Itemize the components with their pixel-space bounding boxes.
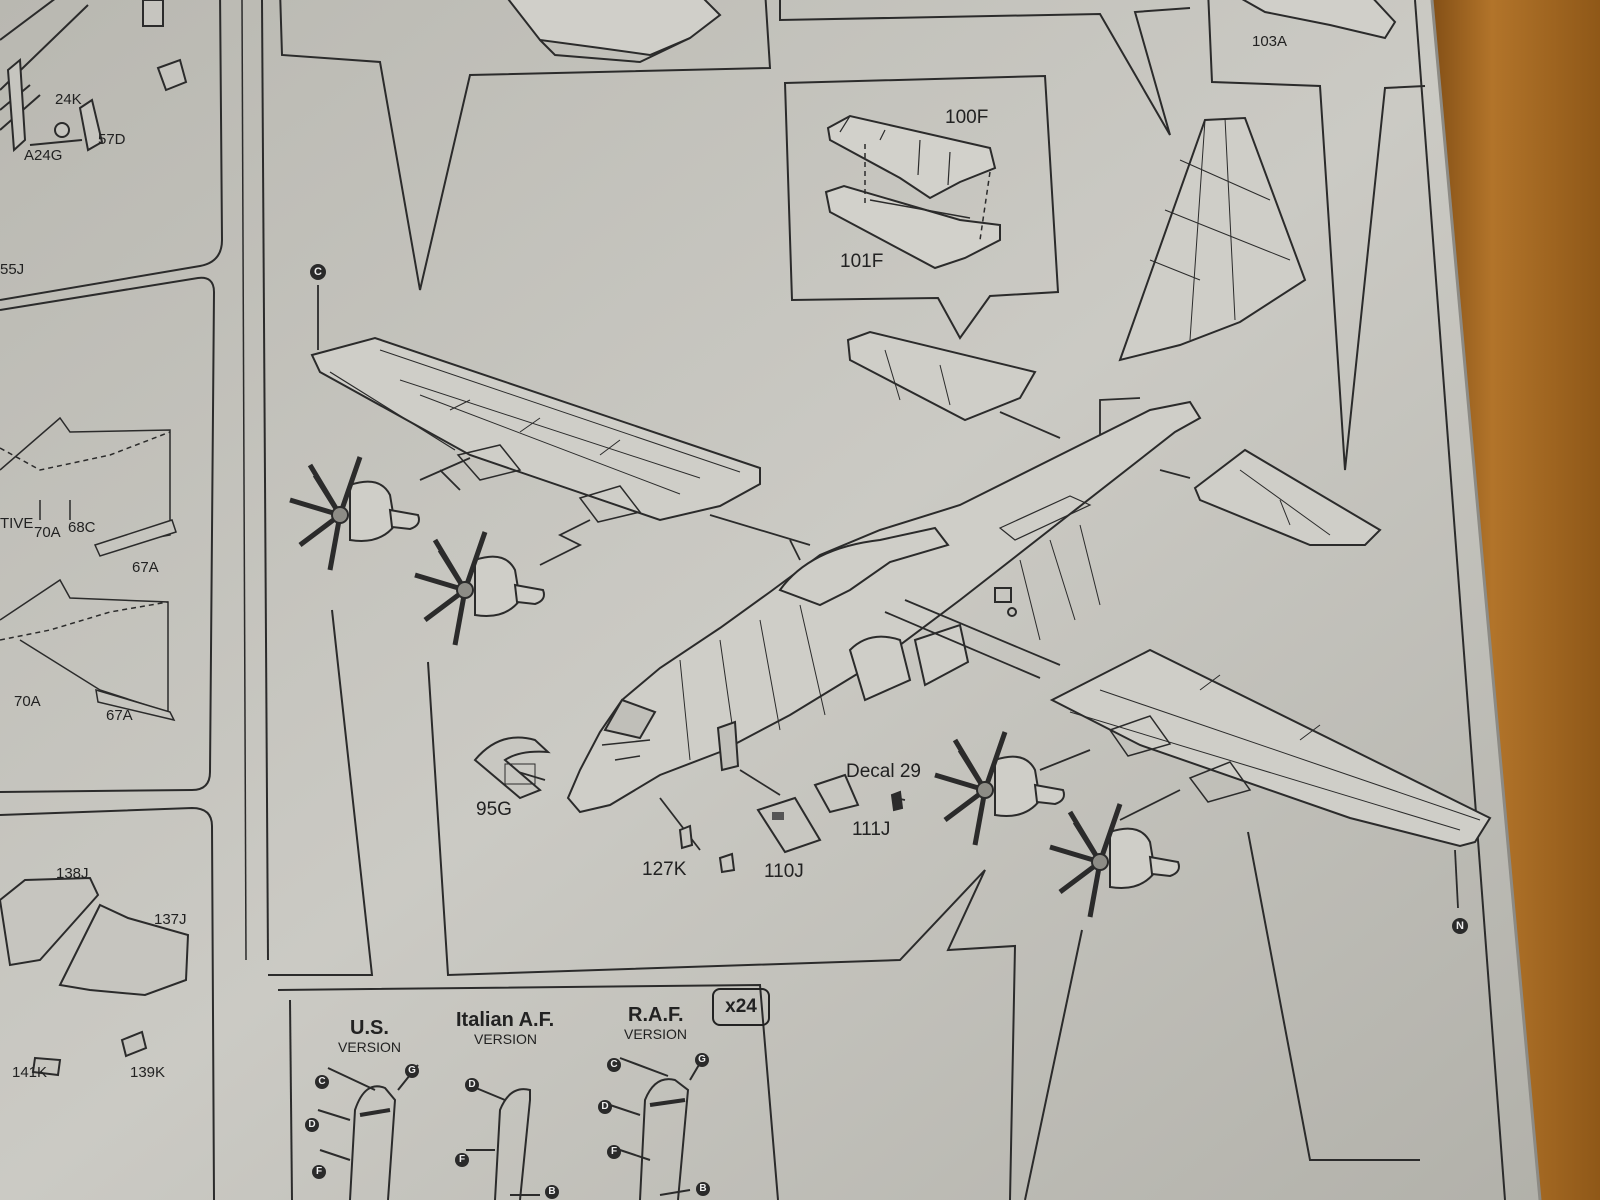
label-141k: 141K <box>12 1064 48 1081</box>
left-stabilizer <box>846 330 1037 422</box>
label-55j: 55J <box>0 261 25 278</box>
label-68c: 68C <box>68 519 96 536</box>
label-101f: 101F <box>840 251 884 272</box>
raf-letter-g: G <box>695 1053 709 1067</box>
label-decal-29: Decal 29 <box>846 761 921 782</box>
wing-section-upper <box>0 416 177 557</box>
raf-version-subtitle: VERSION <box>624 1026 688 1042</box>
fuselage-partial <box>0 0 188 153</box>
callout-bottom <box>427 661 1017 1200</box>
right-stabilizer <box>1193 448 1382 546</box>
us-letter-d: D <box>305 1118 319 1132</box>
label-tive: TIVE <box>0 515 34 532</box>
panel-wing-detail <box>0 276 216 793</box>
callout-top-left <box>279 0 772 291</box>
panel-step-d <box>0 0 224 301</box>
us-letter-f: F <box>312 1165 326 1179</box>
label-138j: 138J <box>56 865 89 882</box>
us-version-subtitle: VERSION <box>338 1039 402 1055</box>
instrument-panel-95g <box>473 736 551 800</box>
c27j-aircraft <box>310 116 1492 848</box>
label-57d: 57D <box>98 131 126 148</box>
label-111j: 111J <box>852 819 891 840</box>
propeller-engine-3 <box>934 731 1065 846</box>
cargo-door-parts <box>0 876 190 1077</box>
label-110j: 110J <box>764 861 804 882</box>
us-letter-c: C <box>315 1075 329 1089</box>
italian-letter-d: D <box>465 1078 479 1092</box>
assembly-guides <box>317 285 1459 909</box>
label-70a-upper: 70A <box>34 524 61 541</box>
raf-letter-f: F <box>607 1145 621 1159</box>
wing-section-lower <box>0 578 176 722</box>
label-24k: 24K <box>55 91 82 108</box>
label-137j: 137J <box>154 911 187 928</box>
label-103a: 103A <box>1252 33 1288 50</box>
panel-cargo-doors <box>0 806 215 1200</box>
callout-top-middle <box>779 0 1191 136</box>
prop-blade-versions <box>317 1057 704 1200</box>
fuselage <box>566 400 1202 814</box>
inset-elevator-parts <box>824 114 1001 270</box>
label-67a-upper: 67A <box>132 559 159 576</box>
italian-letter-f: F <box>455 1153 469 1167</box>
us-letter-g: G <box>405 1064 419 1078</box>
raf-letter-b: B <box>696 1182 710 1196</box>
label-127k: 127K <box>642 859 687 880</box>
callout-top-right <box>1207 0 1426 471</box>
us-version-title: U.S. <box>350 1017 389 1039</box>
label-139k: 139K <box>130 1064 166 1081</box>
label-95g: 95G <box>476 799 512 820</box>
propeller-engine-2 <box>414 531 545 646</box>
raf-letter-c: C <box>607 1058 621 1072</box>
callout-letter-n: N <box>1452 918 1468 934</box>
label-a24g: A24G <box>24 147 63 164</box>
version-box-frame <box>277 983 779 1200</box>
left-wing <box>310 336 761 522</box>
raf-letter-d: D <box>598 1100 612 1114</box>
label-100f: 100F <box>945 107 989 128</box>
quantity-multiplier: x24 <box>712 988 770 1026</box>
label-67a-lower: 67A <box>106 707 133 724</box>
label-70a-lower: 70A <box>14 693 41 710</box>
callout-letter-c: C <box>310 264 326 280</box>
italian-version-subtitle: VERSION <box>474 1031 538 1047</box>
partial-part-top <box>507 0 1397 64</box>
italian-letter-b: B <box>545 1185 559 1199</box>
propeller-engine-4 <box>1049 803 1180 918</box>
propeller-engine-1 <box>289 456 420 571</box>
small-parts <box>678 773 904 874</box>
raf-version-title: R.A.F. <box>628 1004 684 1026</box>
inset-elevator-box <box>783 74 1060 340</box>
italian-version-title: Italian A.F. <box>456 1009 555 1031</box>
